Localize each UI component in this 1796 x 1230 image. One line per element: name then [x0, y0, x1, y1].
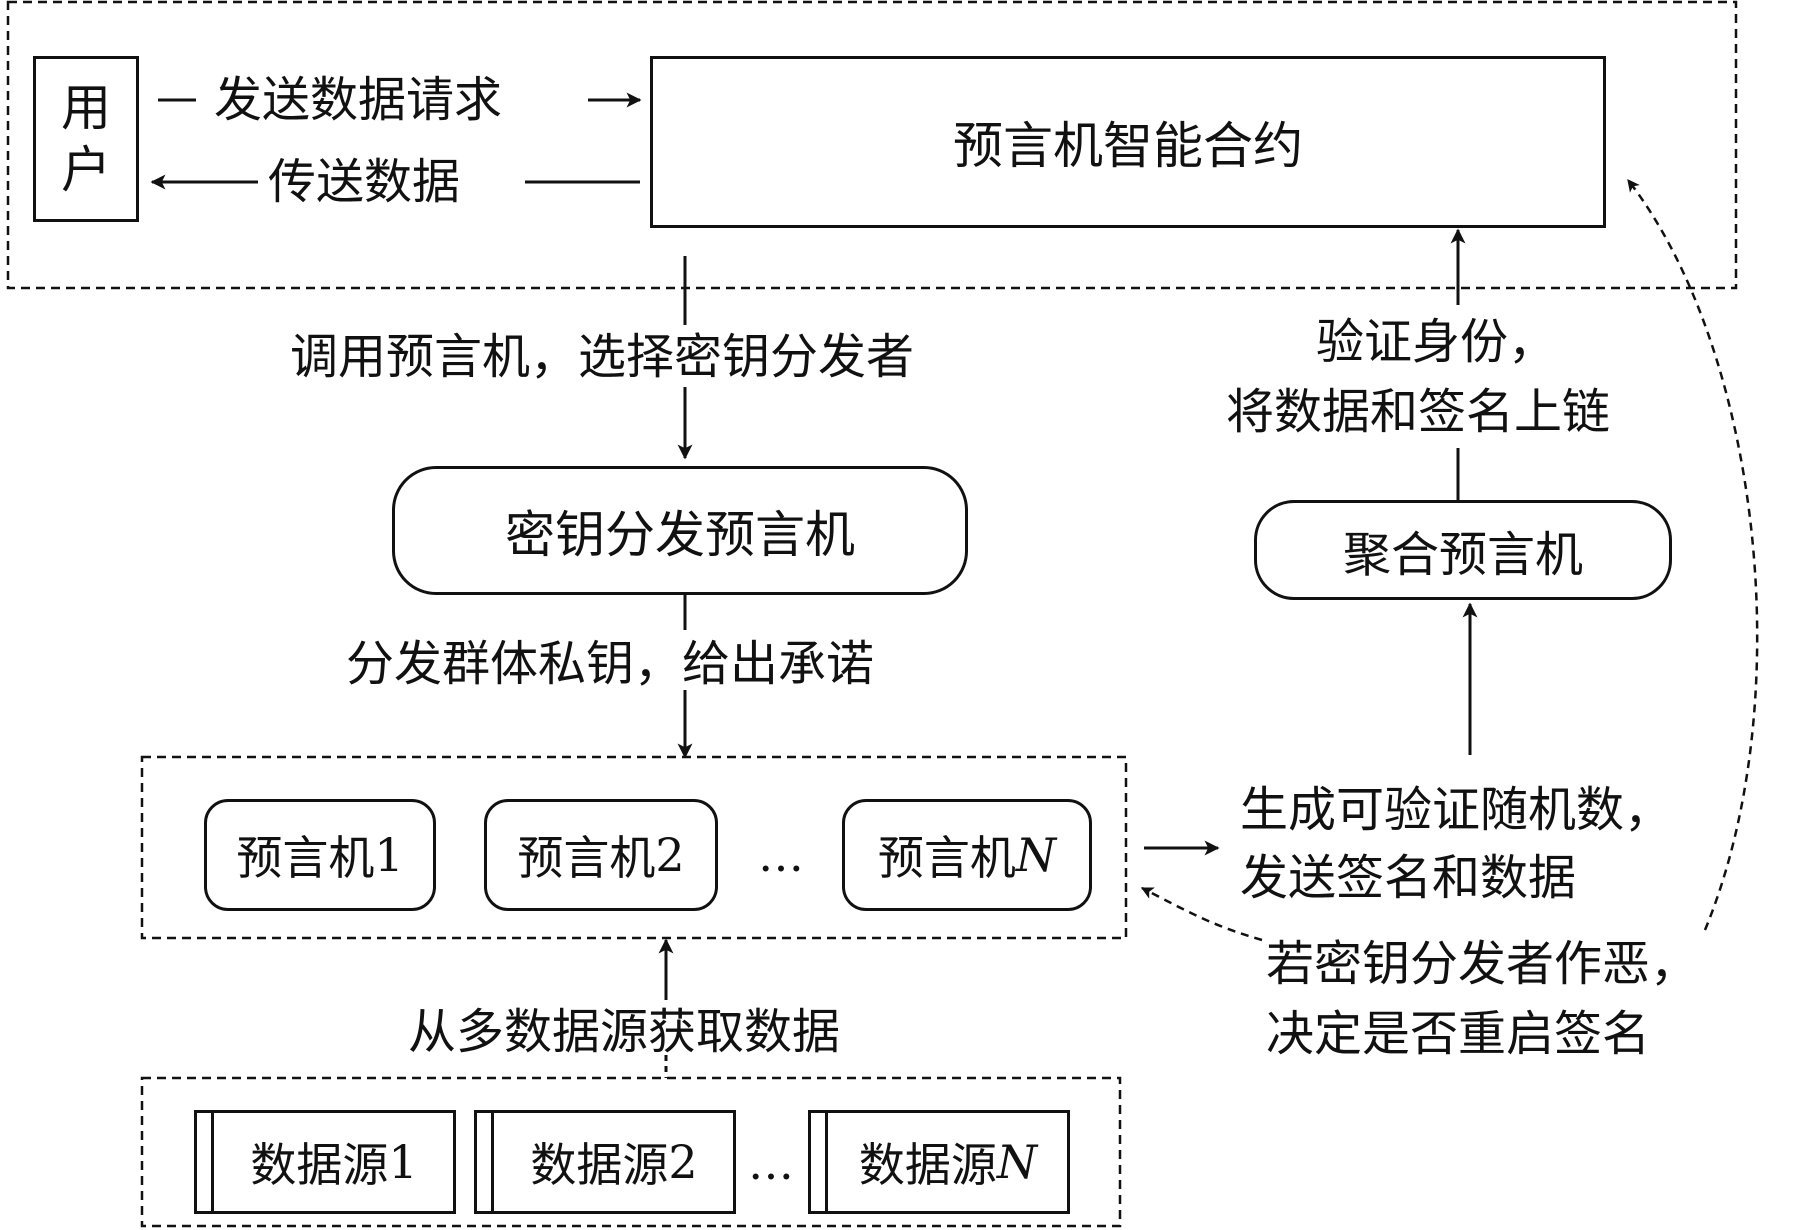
malicious-label-line-2: 决定是否重启签名 — [1266, 1006, 1651, 1062]
oracle-1-index: 1 — [374, 828, 404, 882]
user-char-1: 用 — [61, 78, 111, 137]
key-distribution-oracle-label: 密钥分发预言机 — [505, 505, 855, 564]
transmit-data-label: 传送数据 — [268, 154, 461, 210]
oracle-n-prefix: 预言机 — [877, 831, 1016, 885]
sources-ellipsis: … — [748, 1136, 794, 1190]
aggregation-oracle-node: 聚合预言机 — [1254, 500, 1672, 600]
oracle-2-prefix: 预言机 — [517, 831, 656, 885]
oracle-1-prefix: 预言机 — [236, 831, 375, 885]
oracles-group-frame — [140, 755, 1128, 940]
data-source-1-index: 1 — [388, 1135, 418, 1189]
key-distribution-oracle-node: 密钥分发预言机 — [392, 466, 968, 595]
top-group-frame — [6, 0, 1738, 290]
restart-to-oracles-arrow — [1140, 886, 1263, 942]
generate-label-line-1: 生成可验证随机数， — [1240, 782, 1673, 838]
oracle-n-index: N — [1015, 828, 1057, 882]
sources-group-frame — [140, 1076, 1122, 1228]
oracle-2-index: 2 — [655, 828, 685, 882]
malicious-label-line-1: 若密钥分发者作恶， — [1266, 936, 1699, 992]
data-source-2-prefix: 数据源 — [530, 1138, 669, 1192]
oracles-ellipsis: … — [758, 828, 804, 882]
distribute-key-label: 分发群体私钥，给出承诺 — [346, 636, 875, 692]
user-char-2: 户 — [61, 141, 111, 199]
aggregation-oracle-label: 聚合预言机 — [1342, 527, 1583, 583]
smart-contract-label: 预言机智能合约 — [953, 117, 1303, 175]
data-source-n-prefix: 数据源 — [858, 1138, 997, 1192]
generate-label-line-2: 发送签名和数据 — [1240, 850, 1577, 906]
data-source-n-index: N — [996, 1135, 1038, 1189]
data-source-1-prefix: 数据源 — [250, 1138, 389, 1192]
call-oracle-label: 调用预言机，选择密钥分发者 — [290, 329, 915, 385]
verify-label-line-1: 验证身份， — [1316, 314, 1557, 370]
smart-contract-box: 预言机智能合约 — [650, 56, 1606, 228]
data-source-2-index: 2 — [668, 1135, 698, 1189]
verify-label-line-2: 将数据和签名上链 — [1226, 384, 1611, 440]
send-request-label: 发送数据请求 — [214, 72, 503, 128]
fetch-data-label: 从多数据源获取数据 — [408, 1004, 841, 1060]
user-box: 用 户 — [33, 56, 139, 222]
